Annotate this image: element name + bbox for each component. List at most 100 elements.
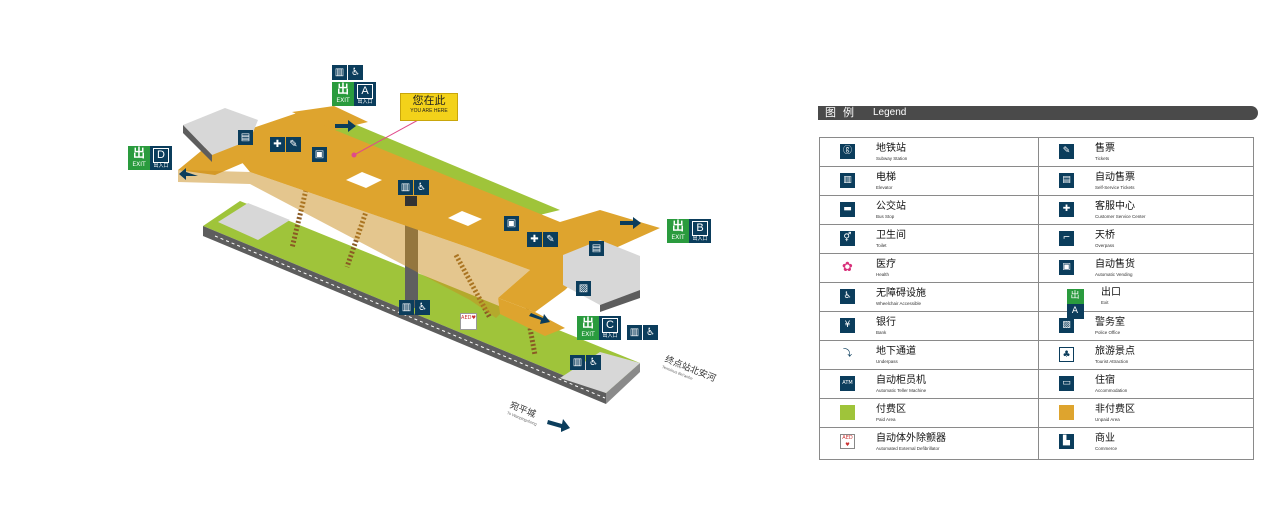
police-icon: ▨	[576, 281, 591, 296]
wheelchair-icon: ♿	[643, 325, 658, 340]
concourse-unpaid-arm-c	[498, 298, 565, 336]
elevator-icon: ▥	[399, 300, 414, 315]
underpass-icon: ⤵	[840, 347, 855, 362]
self-service-tickets-icon: ▤	[238, 130, 253, 145]
legend-divider	[1038, 138, 1039, 459]
arrow-exit-d	[179, 168, 198, 180]
aed-icon: AED♥	[840, 434, 855, 449]
elevator-marker	[405, 196, 417, 206]
customer-service-icon: ✚	[270, 137, 285, 152]
unpaid-area-swatch	[1059, 405, 1074, 420]
you-are-here-pointer	[353, 118, 421, 156]
concourse-hole-2	[448, 211, 482, 226]
paid-area-swatch	[840, 405, 855, 420]
elevator-icon: ▥	[570, 355, 585, 370]
legend-title-en: Legend	[873, 107, 907, 118]
bus-icon: ▬	[840, 202, 855, 217]
wheelchair-icon: ♿	[840, 289, 855, 304]
elevator-icon: ▥	[332, 65, 347, 80]
commerce-icon: ▙	[1059, 434, 1074, 449]
tickets-icon: ✎	[543, 232, 558, 247]
arrow-exit-a	[335, 120, 356, 132]
health-icon: ✿	[842, 260, 853, 275]
customer-service-icon: ✚	[1059, 202, 1074, 217]
concourse-hole-1	[346, 172, 382, 188]
aed-icon: AED♥	[460, 313, 477, 330]
gray-block-right-side	[600, 290, 640, 312]
wheelchair-icon: ♿	[586, 355, 601, 370]
legend-title-cn: 图 例	[825, 107, 857, 119]
exit-icon: 出 A	[1057, 289, 1093, 319]
you-are-here-marker: 您在此 YOU ARE HERE	[400, 93, 458, 121]
station-3d-diagram	[178, 106, 660, 432]
wheelchair-icon: ♿	[415, 300, 430, 315]
tickets-icon: ✎	[1059, 144, 1074, 159]
subway-icon: ⓖ	[840, 144, 855, 159]
self-service-tickets-icon: ▤	[1059, 173, 1074, 188]
concourse-unpaid-left	[178, 112, 335, 175]
arrow-south	[547, 419, 570, 432]
elevator-icon: ▥	[627, 325, 642, 340]
police-icon: ▨	[1059, 318, 1074, 333]
concourse-edge	[178, 170, 530, 318]
arrow-exit-c	[529, 313, 550, 324]
customer-service-icon: ✚	[527, 232, 542, 247]
vending-icon: ▣	[1059, 260, 1074, 275]
legend-header: 图 例 Legend	[818, 106, 1258, 120]
self-service-tickets-icon: ▤	[589, 241, 604, 256]
vending-icon: ▣	[504, 216, 519, 231]
vending-icon: ▣	[312, 147, 327, 162]
bank-icon: ¥	[840, 318, 855, 333]
wheelchair-icon: ♿	[348, 65, 363, 80]
platform-side	[606, 363, 640, 404]
platform-gray-end-2	[560, 352, 640, 393]
overpass-icon: ⌐	[1059, 231, 1074, 246]
arrow-exit-b	[620, 217, 641, 229]
platform-gray-end	[218, 203, 290, 240]
wheelchair-icon: ♿	[414, 180, 429, 195]
accommodation-icon: ▭	[1059, 376, 1074, 391]
concourse-unpaid-main	[240, 128, 660, 312]
